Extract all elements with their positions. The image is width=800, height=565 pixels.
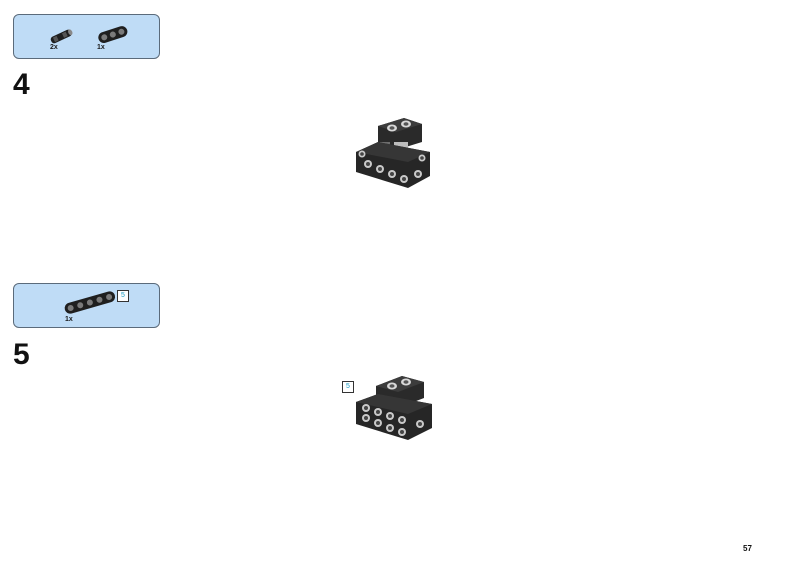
part-quantity: 1x — [97, 44, 105, 51]
parts-callout-step-4: 2x 1x — [13, 14, 160, 59]
step-number: 4 — [13, 68, 30, 101]
beam-5-icon — [64, 291, 116, 314]
assembly-model-step-5 — [356, 376, 432, 440]
axle-connector-icon — [50, 29, 73, 44]
length-badge: 5 — [117, 290, 129, 302]
part-quantity: 2x — [50, 44, 58, 51]
length-badge: 5 — [342, 381, 354, 393]
page-number: 57 — [743, 544, 752, 553]
assembly-model-step-4 — [356, 118, 430, 188]
parts-callout-step-5: 5 1x — [13, 283, 160, 328]
beam-3-icon — [98, 26, 128, 43]
part-quantity: 1x — [65, 316, 73, 323]
step-number: 5 — [13, 338, 30, 371]
